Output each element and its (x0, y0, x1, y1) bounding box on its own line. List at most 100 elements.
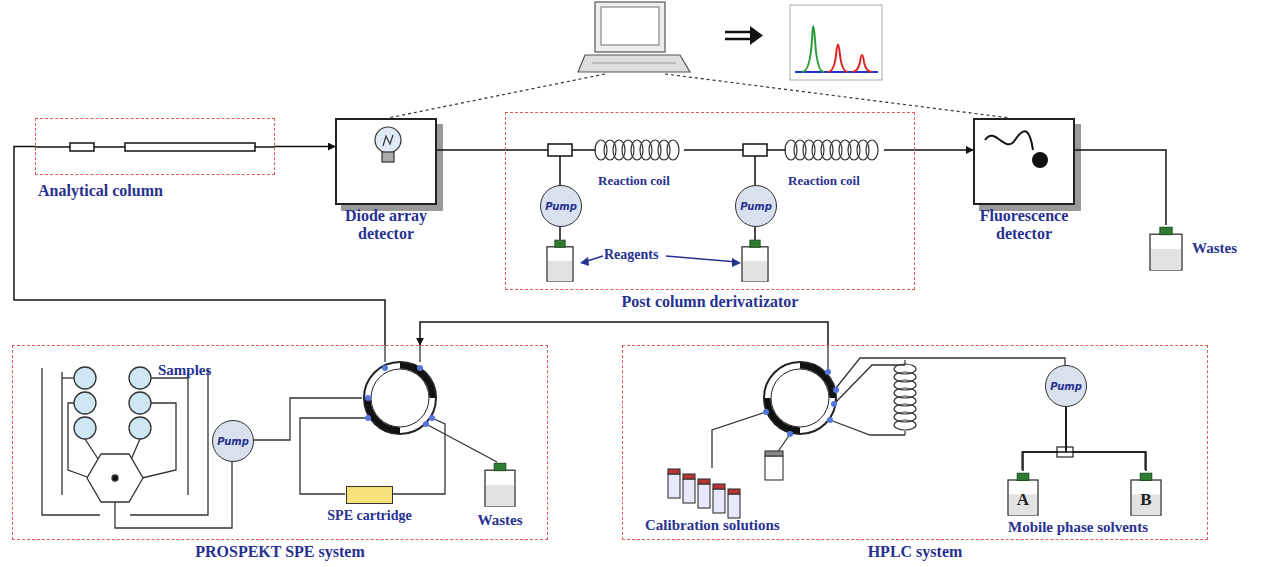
pump-label: Pump (736, 201, 776, 212)
drawing-rect (70, 143, 94, 151)
drawing-circle (763, 409, 769, 415)
drawing-rect (125, 143, 255, 151)
tube-connector (1023, 407, 1066, 471)
part-label: Reaction coil (788, 172, 860, 190)
drawing-polygon (732, 258, 741, 267)
drawing-path (830, 420, 905, 435)
drawing-rect (601, 7, 659, 45)
drawing-circle (831, 401, 837, 407)
drawing-path (836, 365, 905, 402)
drawing-circle (382, 365, 388, 371)
drawing-rect (742, 247, 768, 281)
pump-circle: Pump (735, 185, 777, 227)
drawing-line (767, 149, 786, 151)
drawing-path (985, 131, 1033, 150)
drawing-rect (698, 484, 710, 508)
node-label: Wastes (1192, 239, 1237, 257)
waste-bottle: Wastes (483, 461, 517, 507)
drawing-path (130, 368, 208, 515)
node-label: Wastes (478, 511, 523, 529)
drawing-circle (771, 369, 829, 427)
drawing-ellipse (667, 140, 679, 160)
drawing-line (505, 149, 548, 151)
drawing-polygon (87, 454, 143, 502)
drawing-circle (429, 415, 435, 421)
spe-valve (364, 362, 436, 434)
hplc-valve (763, 362, 839, 437)
drawing-line (795, 71, 878, 73)
bottle-shape (1150, 227, 1182, 270)
drawing-circle (129, 392, 151, 414)
drawing-rect (668, 469, 680, 474)
pump-circle: Pump (212, 420, 254, 462)
tube-connector (275, 146, 335, 148)
drawing-rect (486, 485, 514, 506)
drawing-path (712, 412, 766, 468)
part-label: Samples (158, 361, 211, 379)
drawing-path (250, 398, 362, 440)
drawing-path (828, 45, 848, 73)
pump-label: Pump (541, 201, 581, 212)
drawing-line (572, 149, 596, 151)
pump-circle: Pump (540, 185, 582, 227)
node-label: PROSPEKT SPE system (195, 543, 365, 561)
tube-connector (1075, 150, 1166, 225)
drawing-rect (1017, 473, 1029, 480)
drawing-rect (548, 261, 572, 281)
drawing-rect (485, 470, 515, 506)
drawing-rect (555, 240, 565, 247)
part-label: Reaction coil (598, 172, 670, 190)
drawing-circle (365, 395, 371, 401)
drawing-rect (1160, 227, 1172, 234)
drawing-rect (1140, 473, 1152, 480)
drawing-circle (129, 417, 151, 439)
drawing-path (827, 345, 828, 370)
spe-cartridge: SPE cartridge (346, 486, 393, 504)
node-label: Analytical column (38, 182, 163, 200)
drawing-path (383, 135, 393, 146)
drawing-path (800, 366, 833, 399)
drawing-line (725, 38, 752, 41)
bottle-shape (742, 240, 768, 281)
tube-connector (14, 147, 385, 346)
drawing-rect (595, 2, 665, 52)
drawing-path (368, 398, 401, 431)
tube-connector (437, 149, 505, 151)
node-label: Diode array detector (320, 207, 452, 243)
drawing-rect (713, 484, 725, 489)
drawing-g (365, 365, 435, 427)
drawing-polygon (578, 55, 690, 72)
detector-shadows (341, 124, 1081, 211)
chromatogram (790, 5, 882, 80)
waste-bottle: Wastes (1148, 225, 1184, 271)
drawing-line (255, 146, 275, 148)
drawing-path (300, 418, 368, 494)
detector-box: Fluorescence detector (973, 118, 1075, 205)
calibration-vials (668, 451, 783, 518)
drawing-path (61, 372, 62, 495)
drawing-circle (825, 369, 831, 375)
drawing-path (384, 345, 385, 362)
drawing-rect (494, 463, 506, 470)
node-label: B (1129, 491, 1163, 509)
drawing-line (725, 31, 752, 34)
drawing-rect (382, 152, 394, 162)
part-label: Reagents (604, 246, 658, 264)
part-label: Mobile phase solvents (1008, 518, 1148, 536)
drawing-circle (365, 415, 371, 421)
hplc-tubing (712, 345, 1145, 470)
result-arrow (725, 26, 763, 45)
drawing-circle (112, 475, 118, 481)
drawing-path (768, 398, 801, 431)
bottle-drawing (1148, 225, 1184, 271)
reagent-bottles (547, 240, 768, 281)
drawing-path (400, 366, 433, 399)
bottle-shape (547, 240, 573, 281)
drawing-line (666, 256, 737, 262)
drawing-line (684, 149, 743, 151)
tube-connector (1066, 407, 1146, 471)
drawing-rect (765, 451, 783, 456)
drawing-path (852, 55, 872, 72)
drawing-line (592, 62, 676, 63)
